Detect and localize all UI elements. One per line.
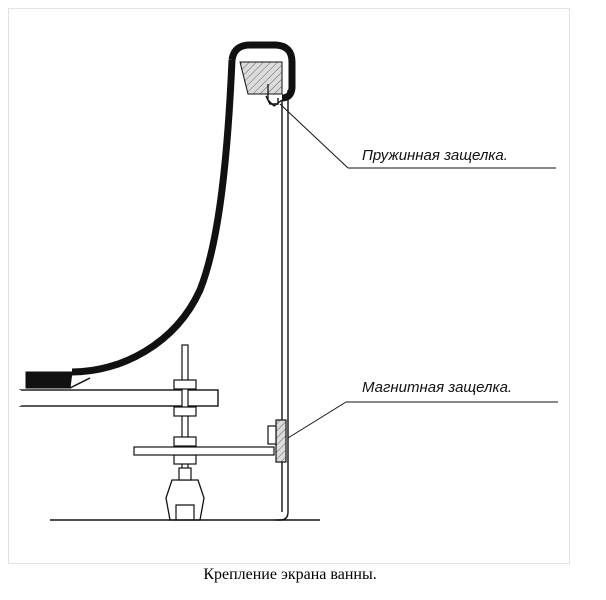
bracket-nut-upper bbox=[173, 436, 197, 447]
callout-magnetic-latch-leader bbox=[287, 401, 347, 439]
upper-nut bbox=[173, 379, 197, 390]
bathtub-wall bbox=[25, 41, 296, 389]
leg-foot bbox=[165, 479, 205, 521]
bracket-rod bbox=[133, 446, 275, 456]
figure-frame bbox=[8, 8, 570, 564]
callout-magnetic-latch: Магнитная защелка. bbox=[287, 379, 558, 439]
support-plate bbox=[19, 389, 219, 407]
leg-coupling bbox=[178, 467, 192, 481]
label-spring-latch: Пружинная защелка. bbox=[362, 147, 508, 164]
bathtub-rim bbox=[228, 41, 296, 102]
callout-spring-latch: Пружинная защелка. bbox=[279, 103, 556, 169]
leg-foot-inner bbox=[175, 504, 195, 520]
magnet-mount bbox=[267, 425, 277, 445]
bathtub-bottom-edge bbox=[25, 371, 73, 389]
figure-caption: Крепление экрана ванны. bbox=[203, 566, 377, 583]
shell-taper-line bbox=[69, 377, 91, 389]
callout-spring-latch-leader bbox=[279, 103, 349, 169]
magnet-block bbox=[275, 419, 287, 463]
rim-insert-hatched bbox=[239, 61, 283, 95]
spring-latch-hook bbox=[267, 84, 283, 107]
label-magnetic-latch: Магнитная защелка. bbox=[362, 379, 512, 396]
screen-bracket bbox=[133, 446, 275, 456]
magnetic-latch bbox=[267, 419, 287, 463]
bathtub-shell-curve bbox=[71, 59, 236, 376]
bracket-nut-lower bbox=[173, 454, 197, 465]
adjustable-leg bbox=[165, 344, 205, 521]
plate-nut bbox=[173, 406, 197, 417]
